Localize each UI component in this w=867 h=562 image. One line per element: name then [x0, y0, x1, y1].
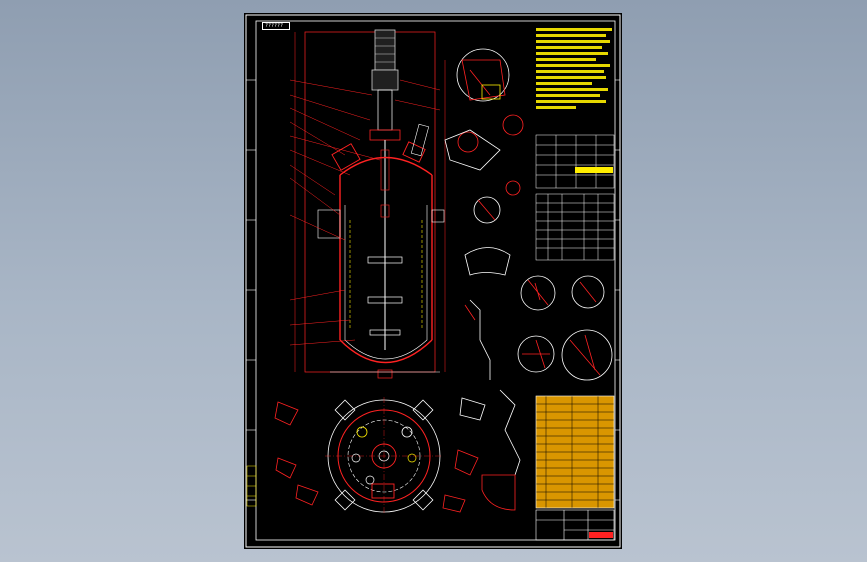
sheet-outer-frame — [245, 14, 621, 548]
zone-markers-left — [246, 79, 256, 501]
vessel-elevation-view — [294, 29, 446, 379]
title-block-label — [565, 518, 615, 528]
sheet-inner-frame — [255, 20, 616, 541]
leader-lines — [289, 79, 441, 346]
nozzle-table — [535, 193, 615, 261]
vessel-plan-view — [325, 397, 443, 515]
revision-table — [246, 465, 257, 507]
parts-list-table — [535, 395, 615, 509]
title-block — [535, 509, 615, 541]
technical-notes-block — [536, 28, 612, 109]
detail-views — [274, 48, 613, 513]
technical-characteristics-table — [535, 134, 615, 189]
zone-markers-right — [615, 79, 620, 501]
sheet-tag: ?????? — [262, 22, 290, 30]
